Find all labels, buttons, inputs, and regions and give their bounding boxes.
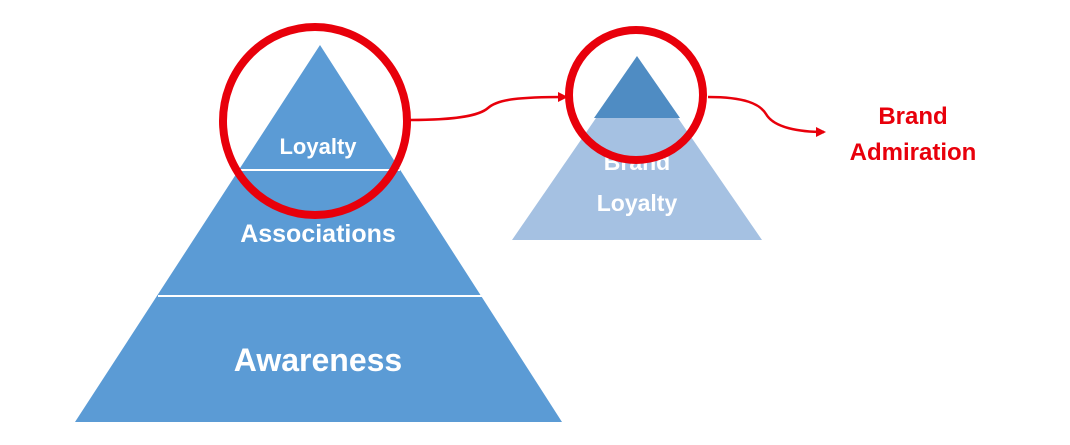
highlight-circle-main: [219, 23, 411, 219]
arrow-to-small-pyramid: [409, 92, 568, 122]
main-pyramid-shape: [75, 45, 562, 422]
tier-label-awareness: Awareness: [234, 342, 402, 378]
tier-label-loyalty: Loyalty: [279, 134, 357, 159]
small-pyramid-tip: [594, 56, 680, 118]
small-pyramid-label-line2: Loyalty: [597, 190, 678, 216]
main-pyramid: Loyalty Associations Awareness: [75, 45, 562, 422]
result-label-line1: Brand: [878, 103, 947, 130]
result-label-line2: Admiration: [850, 139, 977, 166]
small-pyramid: Brand Loyalty: [512, 56, 762, 240]
small-pyramid-body: [512, 118, 762, 240]
arrow-to-brand-admiration: [707, 95, 826, 137]
highlight-circle-small: [565, 26, 707, 164]
tier-label-associations: Associations: [240, 220, 396, 248]
